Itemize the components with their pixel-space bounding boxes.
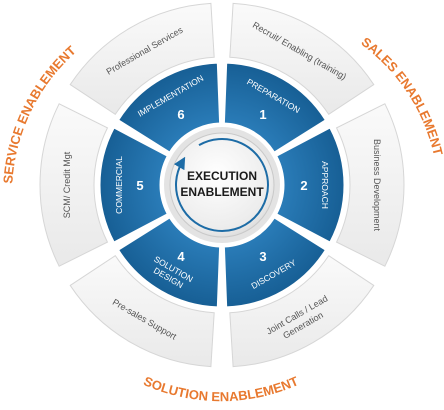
center-hub: EXECUTION ENABLEMENT [164, 127, 280, 243]
step-segment-1 [223, 62, 326, 153]
step-number-3: 3 [259, 249, 266, 264]
step-number-4: 4 [177, 249, 185, 264]
outer-label-group-2: Business Development [372, 139, 382, 232]
outer-segment-1 [229, 2, 375, 116]
outer-segment-5 [39, 103, 109, 267]
step-segment-2 [276, 127, 345, 243]
outer-ring: Recruit/ Enabling (training)Business Dev… [39, 2, 405, 368]
process-ring: PREPARATION1APPROACH2DISCOVERY3SOLUTIOND… [99, 62, 345, 308]
solution-enablement-heading: SOLUTION ENABLEMENT [142, 373, 301, 404]
step-label: COMMERCIAL [114, 156, 124, 214]
outer-label: Business Development [372, 139, 382, 232]
step-label: APPROACH [320, 161, 330, 209]
step-number-6: 6 [177, 107, 184, 122]
outer-segment-6 [69, 2, 215, 116]
step-segment-4 [118, 217, 221, 308]
step-segment-6 [118, 62, 221, 153]
step-number-1: 1 [259, 107, 266, 122]
step-number-5: 5 [136, 178, 143, 193]
step-segment-5 [99, 127, 168, 243]
outer-segment-4 [69, 254, 215, 368]
cycle-arrow-icon [173, 138, 269, 232]
center-title-line2: ENABLEMENT [180, 185, 264, 199]
outer-segment-3 [229, 254, 375, 368]
center-title-line1: EXECUTION [187, 169, 257, 183]
hub-disc [169, 132, 275, 238]
step-label-group-2: APPROACH [320, 161, 330, 209]
outer-label: SCM/ Credit Mgt [62, 151, 72, 218]
outer-label-group-5: SCM/ Credit Mgt [62, 151, 72, 218]
step-label-group-5: COMMERCIAL [114, 156, 124, 214]
step-segment-3 [223, 217, 326, 308]
step-number-2: 2 [300, 178, 307, 193]
outer-segment-2 [335, 103, 405, 267]
